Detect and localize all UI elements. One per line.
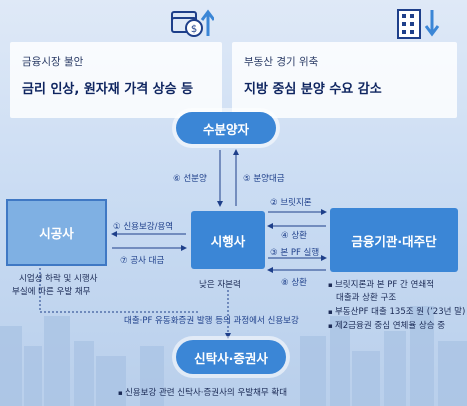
flow-label-6: ⑥ 선분양 [173,174,207,184]
node-developer: 시행사 [191,211,265,269]
flow-label-5: ⑤ 분양대금 [243,174,285,184]
trust-note: 신용보강 관련 신탁사·증권사의 우발채무 확대 [118,386,287,398]
flow-label-guarantee: 대출·PF 유동화증권 발행 등의 과정에서 신용보강 [124,316,299,326]
constructor-note-line-2: 부실에 따른 우발 채무 [12,287,91,297]
flow-label-4: ④ 상환 [281,231,307,241]
header-panel-real-estate: 부동산 경기 위축 지방 중심 분양 수요 감소 [232,42,457,118]
node-constructor: 시공사 [6,199,107,266]
building-down-icon [397,9,440,39]
header-right-title: 지방 중심 분양 수요 감소 [244,82,382,97]
flow-label-2: ② 브릿지론 [270,198,312,208]
flow-label-7: ⑦ 공사 대금 [120,256,165,266]
finance-note-2: 대출과 상환 구조 [336,293,397,303]
flow-label-3: ③ 본 PF 실행 [270,248,320,258]
flow-label-1: ① 신용보강/용역 [113,222,174,232]
header-left-subtitle: 금융시장 불안 [22,56,84,68]
finance-note-4: 제2금융권 중심 연체율 상승 중 [328,319,445,331]
finance-note-3: 부동산PF 대출 135조 원 (’23년 말) [328,305,465,317]
header-left-title: 금리 인상, 원자재 가격 상승 등 [22,82,194,97]
node-finance: 금융기관·대주단 [330,208,458,272]
finance-note-1: 브릿지론과 본 PF 간 연쇄적 [328,278,434,290]
flow-label-8: ⑧ 상환 [281,278,307,288]
constructor-note-line-1: 시업성 하락 및 시행사 [19,274,98,284]
money-up-icon: $ [171,9,214,37]
header-panel-financial-market: 금융시장 불안 금리 인상, 원자재 가격 상승 등 [10,42,222,118]
node-trust: 신탁사·증권사 [176,340,286,374]
header-right-subtitle: 부동산 경기 위축 [244,56,319,68]
developer-note: 낮은 자본력 [199,280,241,290]
node-buyer: 수분양자 [176,112,276,144]
svg-text:$: $ [191,24,197,35]
